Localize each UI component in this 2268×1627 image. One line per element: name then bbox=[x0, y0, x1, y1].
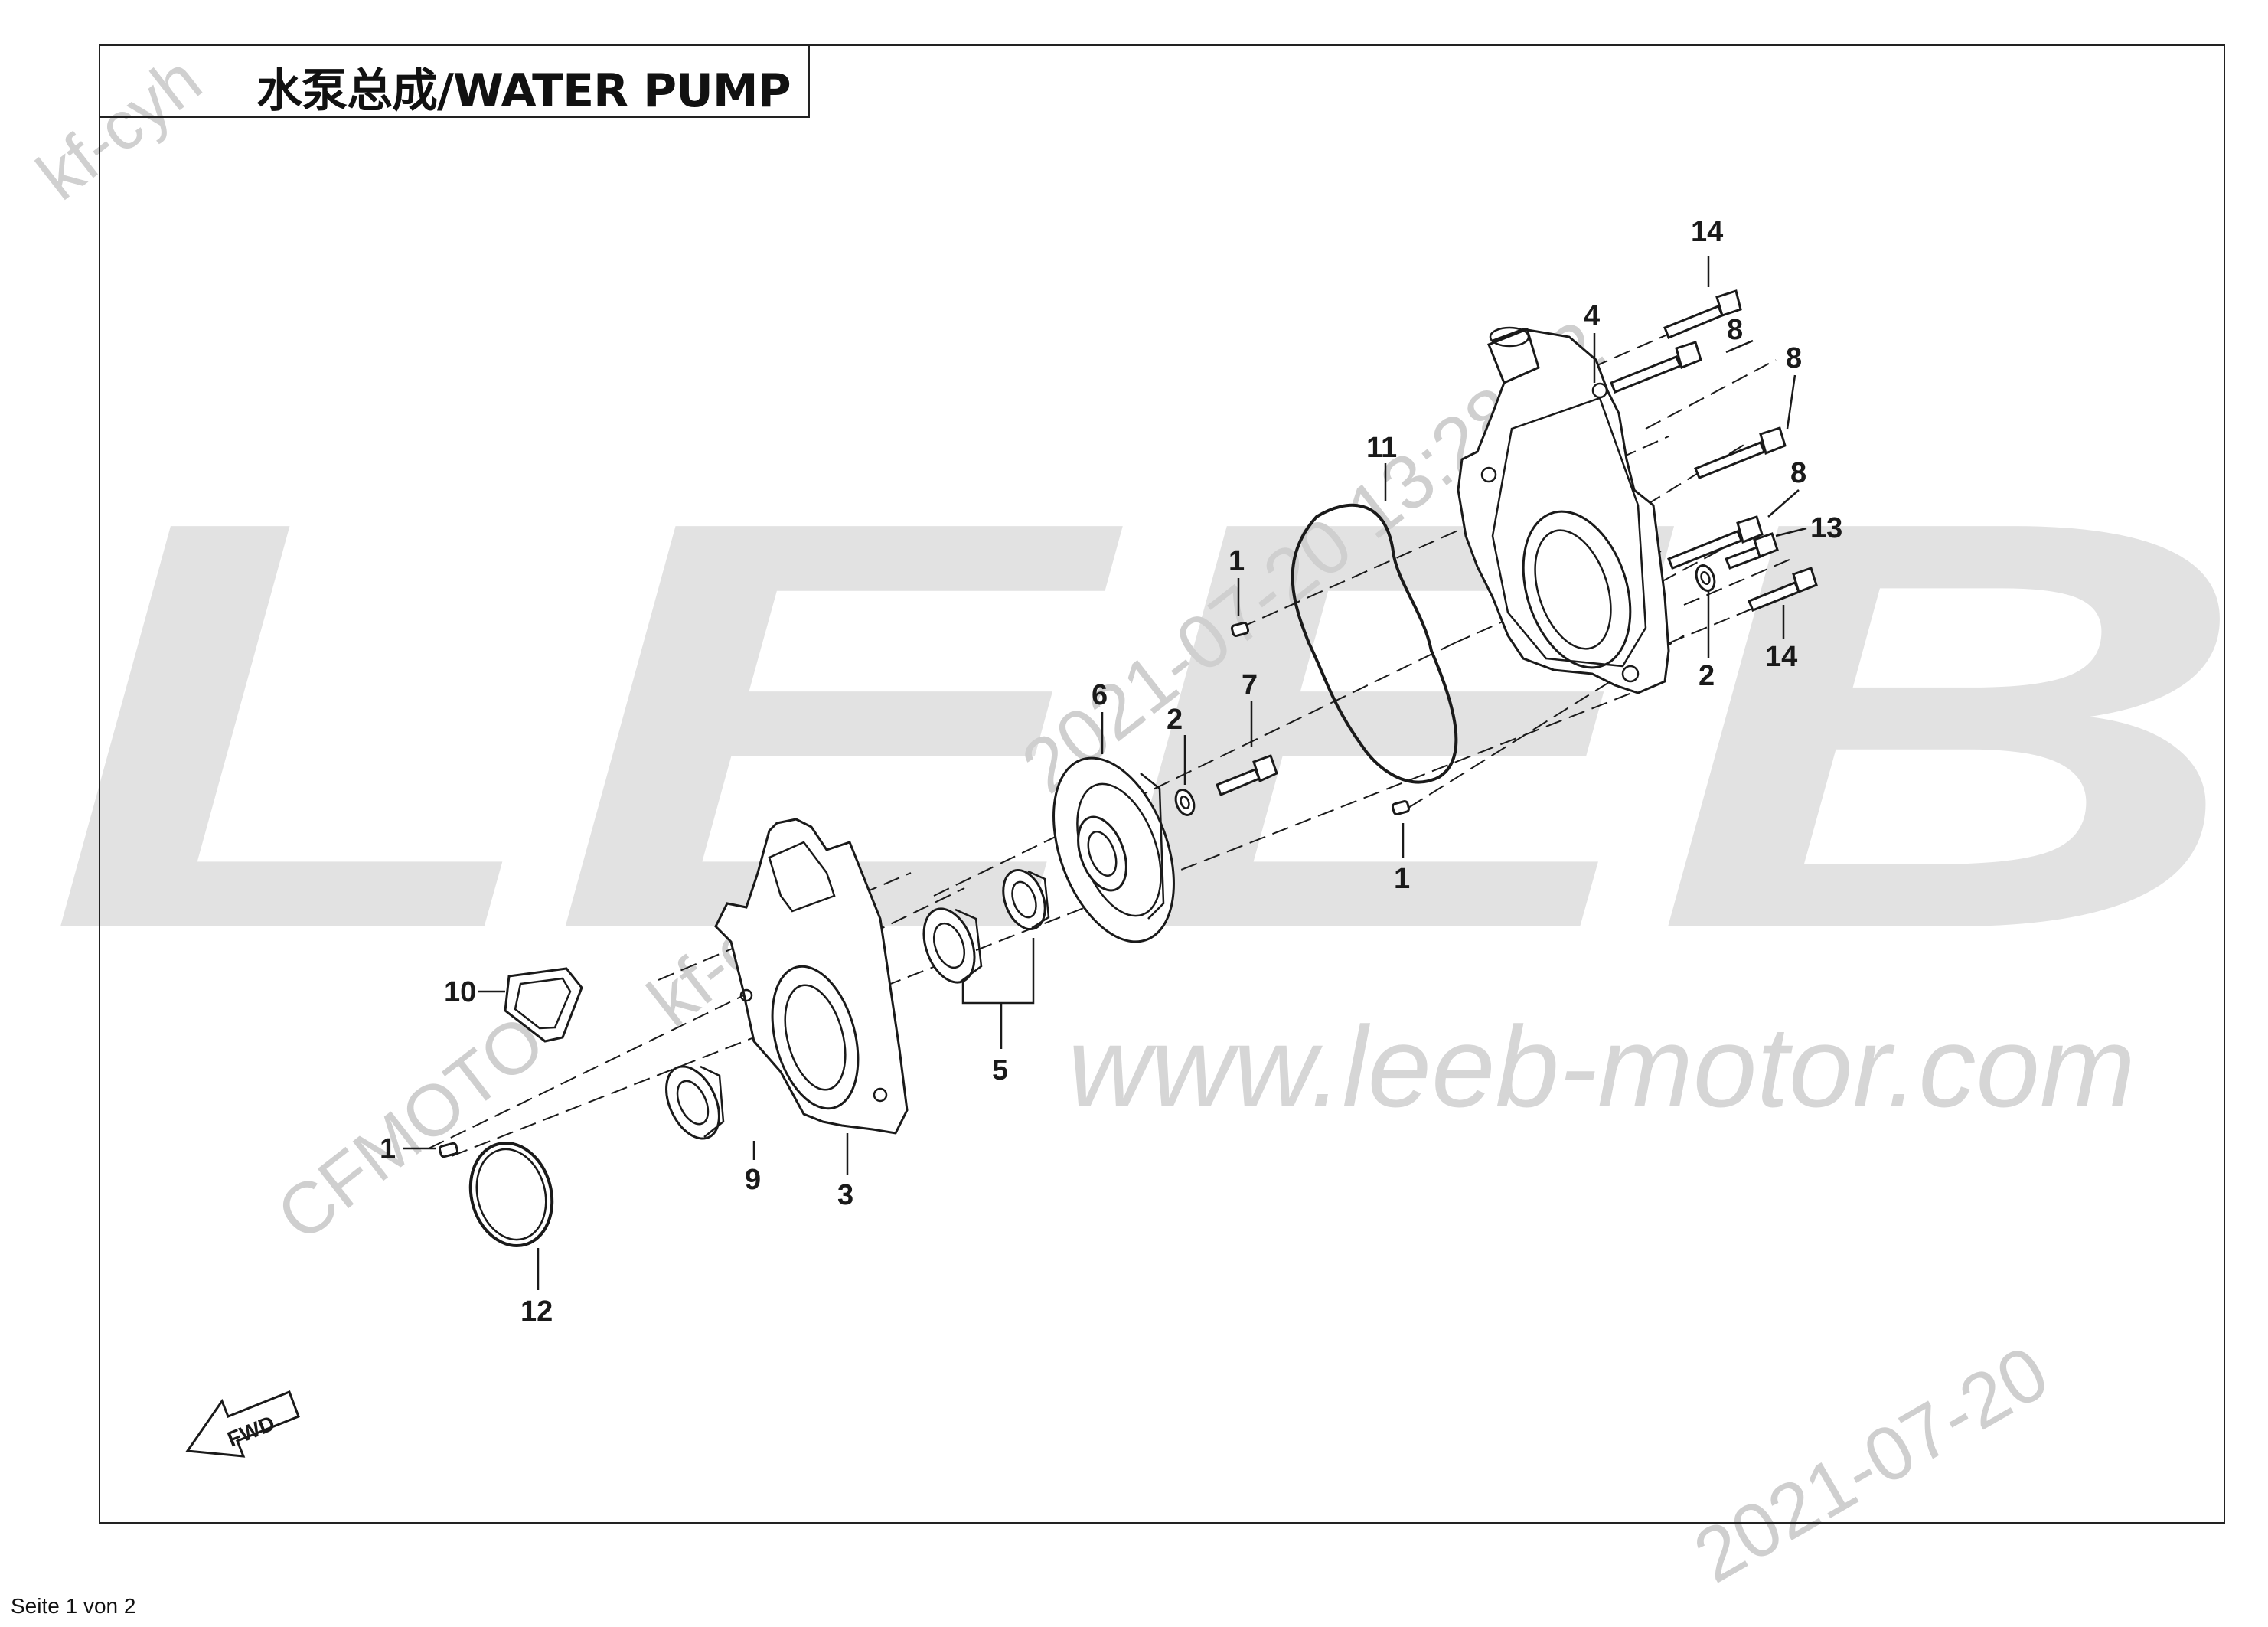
callout-14-top: 14 bbox=[1691, 216, 1723, 248]
part-9-oil-seal bbox=[665, 1065, 725, 1140]
callout-2-right: 2 bbox=[1699, 660, 1715, 692]
callout-8-c: 8 bbox=[1790, 457, 1806, 489]
callout-labels: 14 4 8 8 8 11 1 13 2 14 6 2 7 1 10 5 1 9… bbox=[380, 216, 1842, 1328]
page-title: 水泵总成/WATER PUMP bbox=[256, 64, 791, 118]
part-5-mechanical-seal bbox=[922, 868, 1050, 984]
callout-8-a: 8 bbox=[1727, 314, 1743, 346]
callout-13: 13 bbox=[1810, 512, 1842, 544]
part-4-pump-cover bbox=[1457, 326, 1670, 694]
part-6-impeller bbox=[1052, 756, 1175, 943]
part-2-washers bbox=[1174, 564, 1716, 816]
callout-9: 9 bbox=[745, 1164, 761, 1196]
part-3-inner-cover bbox=[714, 818, 909, 1135]
part-12-o-ring bbox=[468, 1141, 554, 1248]
leeb-watermark: LEEB bbox=[46, 400, 2250, 1050]
callout-11: 11 bbox=[1366, 432, 1397, 464]
part-10-triangle-seal bbox=[504, 967, 583, 1043]
part-7-bolt bbox=[1216, 754, 1278, 796]
callout-8-b: 8 bbox=[1786, 342, 1802, 374]
callout-4: 4 bbox=[1584, 300, 1600, 332]
callout-10: 10 bbox=[444, 976, 476, 1008]
callout-2-left: 2 bbox=[1167, 704, 1183, 736]
callout-1-right: 1 bbox=[1394, 863, 1410, 895]
callout-3: 3 bbox=[837, 1179, 853, 1211]
part-1-dowel-pins bbox=[438, 622, 1411, 1158]
callout-5: 5 bbox=[992, 1054, 1008, 1086]
fwd-arrow: FWD bbox=[185, 1390, 300, 1458]
leader-lines bbox=[403, 256, 1807, 1290]
title-box bbox=[99, 44, 810, 118]
callout-7: 7 bbox=[1242, 669, 1258, 701]
part-11-gasket bbox=[1291, 503, 1458, 784]
callout-6: 6 bbox=[1092, 679, 1108, 711]
url-watermark: www.leeb-motor.com bbox=[1068, 1002, 2136, 1131]
callout-1-upper: 1 bbox=[1229, 545, 1245, 577]
callout-12: 12 bbox=[520, 1295, 553, 1328]
diagram-frame bbox=[99, 44, 2225, 1524]
page-footer: Seite 1 von 2 bbox=[11, 1594, 136, 1618]
callout-14-bottom: 14 bbox=[1765, 641, 1797, 673]
cover-bolts bbox=[1610, 289, 1818, 612]
callout-1-left: 1 bbox=[380, 1133, 396, 1165]
